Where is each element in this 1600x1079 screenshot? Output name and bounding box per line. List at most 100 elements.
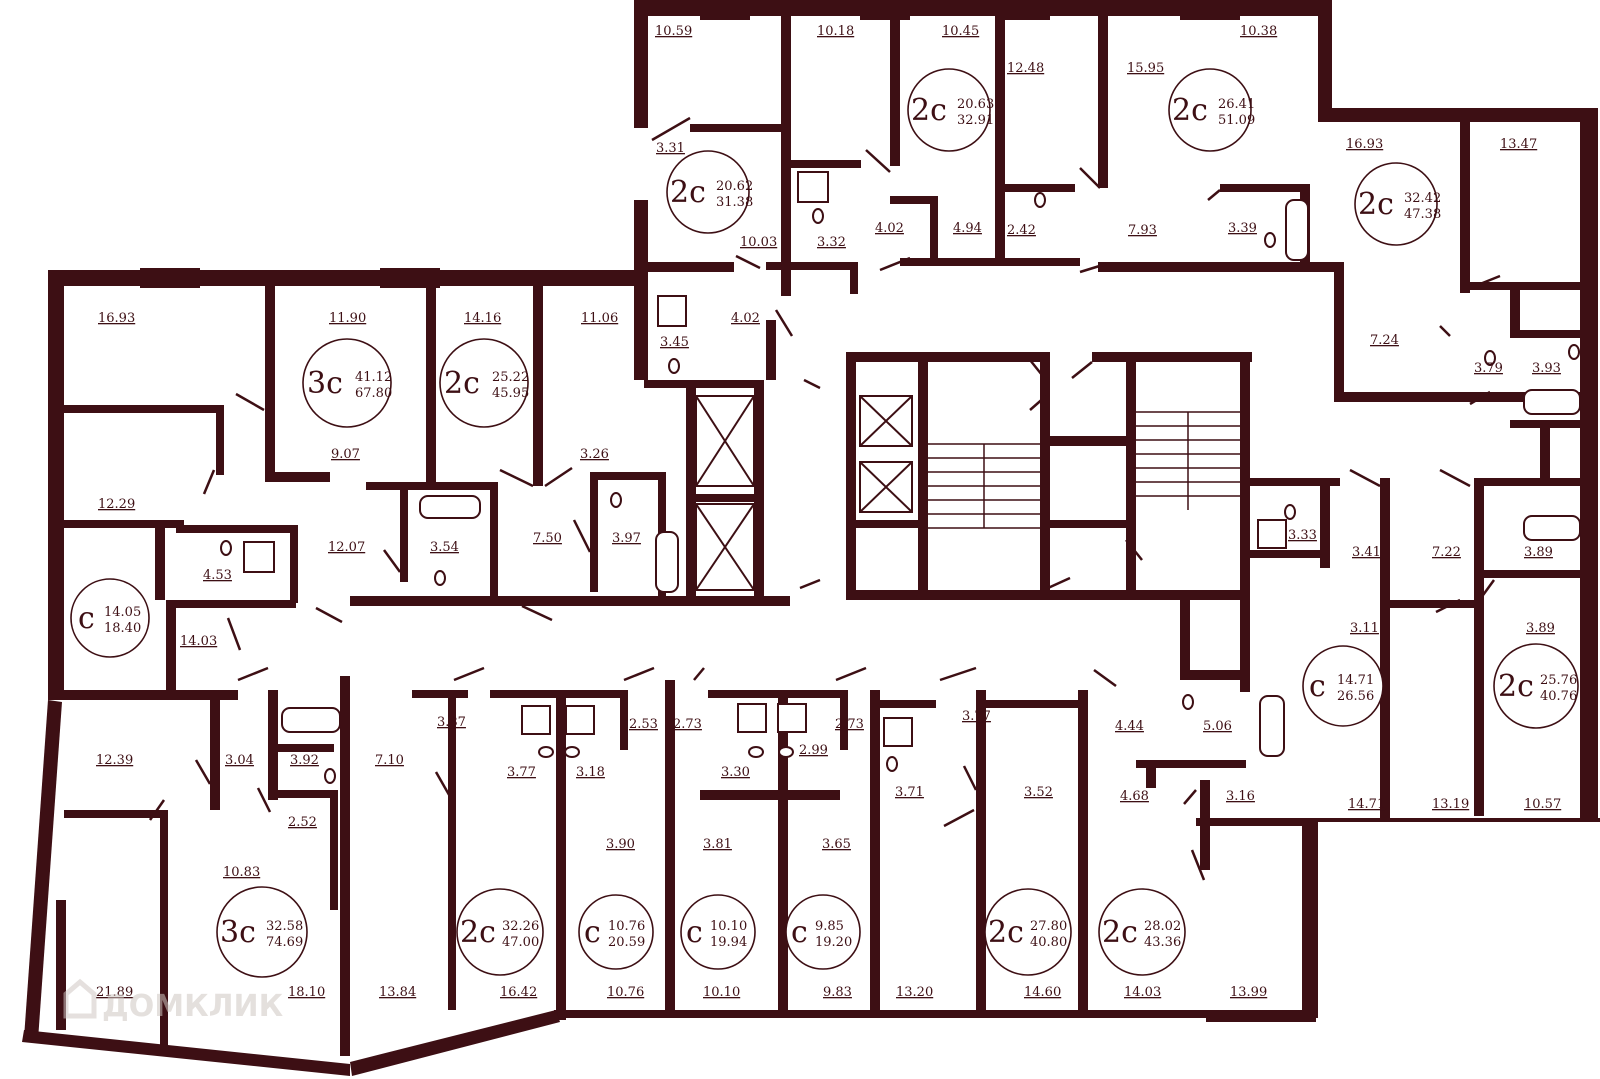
room-area: 16.93 — [1346, 137, 1383, 152]
room-area: 3.87 — [437, 715, 466, 730]
room-area: 4.02 — [731, 311, 760, 326]
apartment-total-area: 18.40 — [104, 621, 141, 636]
apartment-type: 2с — [1498, 669, 1534, 704]
apartment-living-area: 32.26 — [502, 919, 539, 934]
room-area: 13.84 — [379, 985, 416, 1000]
apartment-total-area: 43.36 — [1144, 935, 1181, 950]
apartment-living-area: 25.76 — [1540, 673, 1577, 688]
apartment-living-area: 20.62 — [716, 179, 753, 194]
apartment-badge[interactable]: 2с 32.26 47.00 — [456, 888, 544, 976]
doors — [148, 116, 1501, 881]
room-area: 10.10 — [703, 985, 740, 1000]
room-area: 3.45 — [660, 335, 689, 350]
room-area: 3.33 — [1288, 528, 1317, 543]
room-area: 9.07 — [331, 447, 360, 462]
room-area: 12.39 — [96, 753, 133, 768]
room-area: 4.68 — [1120, 789, 1149, 804]
house-logo-icon — [63, 978, 97, 1019]
room-area: 13.47 — [1500, 137, 1537, 152]
apartment-badge[interactable]: с 14.05 18.40 — [70, 578, 150, 658]
room-area: 2.99 — [799, 743, 828, 758]
apartment-living-area: 9.85 — [815, 919, 844, 934]
room-area: 3.16 — [1226, 789, 1255, 804]
room-area: 3.93 — [1532, 361, 1561, 376]
room-area: 9.83 — [823, 985, 852, 1000]
room-area: 3.30 — [721, 765, 750, 780]
apartment-badge[interactable]: 2с 26.41 51.09 — [1168, 68, 1255, 152]
apartment-total-area: 19.94 — [710, 935, 747, 950]
room-area: 3.52 — [1024, 785, 1053, 800]
apartment-type: с — [686, 915, 703, 950]
walls — [22, 0, 1600, 1076]
room-area: 13.99 — [1230, 985, 1267, 1000]
room-area: 10.83 — [223, 865, 260, 880]
room-area: 3.81 — [703, 837, 732, 852]
apartment-type: 2с — [911, 93, 947, 128]
apartment-badge[interactable]: 2с 25.76 40.76 — [1493, 643, 1579, 729]
room-area: 4.53 — [203, 568, 232, 583]
room-area: 14.16 — [464, 311, 501, 326]
room-area: 5.06 — [1203, 719, 1232, 734]
apartment-type: 2с — [988, 915, 1024, 950]
room-area: 3.41 — [1352, 545, 1381, 560]
apartment-badge[interactable]: 2с 20.62 31.38 — [666, 150, 753, 234]
room-area: 2.52 — [288, 815, 317, 830]
apartment-badge[interactable]: 3с 41.12 67.80 — [302, 338, 392, 428]
apartment-type: с — [78, 601, 95, 636]
apartment-badge[interactable]: 2с 27.80 40.80 — [984, 888, 1072, 976]
room-area: 3.77 — [507, 765, 536, 780]
room-area: 3.77 — [962, 709, 991, 724]
apartment-total-area: 74.69 — [266, 935, 303, 950]
apartment-type: 2с — [1172, 93, 1208, 128]
watermark: ДОМКЛИК — [63, 978, 284, 1024]
room-area: 3.26 — [580, 447, 609, 462]
apartment-badge[interactable]: 2с 32.42 47.38 — [1354, 162, 1441, 246]
apartment-badge[interactable]: с 9.85 19.20 — [785, 894, 861, 970]
apartment-living-area: 28.02 — [1144, 919, 1181, 934]
apartment-type: с — [791, 915, 808, 950]
room-area: 2.73 — [673, 717, 702, 732]
apartment-badge[interactable]: 2с 20.63 32.91 — [907, 68, 994, 152]
room-area: 3.31 — [656, 141, 685, 156]
room-area: 16.42 — [500, 985, 537, 1000]
apartment-total-area: 45.95 — [492, 386, 529, 401]
apartment-badge[interactable]: 3с 32.58 74.69 — [216, 886, 308, 978]
room-area: 16.93 — [98, 311, 135, 326]
apartment-total-area: 67.80 — [355, 386, 392, 401]
apartment-total-area: 31.38 — [716, 195, 753, 210]
room-area: 21.89 — [96, 985, 133, 1000]
room-area: 11.06 — [581, 311, 618, 326]
apartment-living-area: 14.71 — [1337, 673, 1374, 688]
room-area: 18.10 — [288, 985, 325, 1000]
apartment-total-area: 47.38 — [1404, 207, 1441, 222]
apartment-badge[interactable]: с 10.76 20.59 — [578, 894, 654, 970]
apartment-total-area: 47.00 — [502, 935, 539, 950]
apartment-total-area: 19.20 — [815, 935, 852, 950]
room-area: 3.11 — [1350, 621, 1379, 636]
apartment-badge[interactable]: 2с 25.22 45.95 — [439, 338, 529, 428]
room-area: 7.24 — [1370, 333, 1399, 348]
room-area: 3.32 — [817, 235, 846, 250]
room-area: 3.71 — [895, 785, 924, 800]
watermark-text: ДОМКЛИК — [102, 989, 284, 1024]
apartment-badge[interactable]: с 10.10 19.94 — [680, 894, 756, 970]
apartment-type: 3с — [220, 915, 256, 950]
apartment-total-area: 20.59 — [608, 935, 645, 950]
apartment-living-area: 41.12 — [355, 370, 392, 385]
room-area: 3.79 — [1474, 361, 1503, 376]
apartment-type: 2с — [1358, 187, 1394, 222]
room-area-labels: 10.59 10.18 10.45 12.48 15.95 10.38 3.31… — [96, 24, 1561, 1000]
room-area: 3.18 — [576, 765, 605, 780]
room-area: 10.76 — [607, 985, 644, 1000]
apartment-type: с — [584, 915, 601, 950]
room-area: 13.19 — [1432, 797, 1469, 812]
room-area: 12.07 — [328, 540, 365, 555]
room-area: 3.04 — [225, 753, 254, 768]
apartment-badge[interactable]: с 14.71 26.56 — [1302, 645, 1384, 727]
fixtures — [220, 171, 1581, 784]
room-area: 7.10 — [375, 753, 404, 768]
room-area: 3.90 — [606, 837, 635, 852]
apartment-badge[interactable]: 2с 28.02 43.36 — [1098, 888, 1186, 976]
room-area: 2.42 — [1007, 223, 1036, 238]
room-area: 14.71 — [1348, 797, 1385, 812]
